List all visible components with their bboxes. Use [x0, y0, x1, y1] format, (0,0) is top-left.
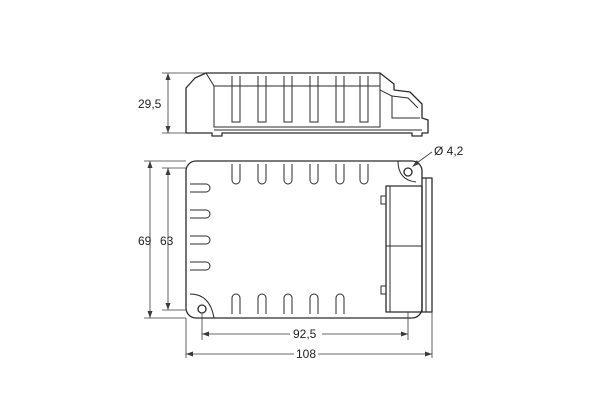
hole-diameter-label: Ø 4,2 — [434, 144, 464, 158]
left-slots — [190, 183, 211, 271]
side-view-front-step — [391, 95, 419, 109]
mounting-hole-bottom-left — [189, 293, 215, 319]
terminal-block — [380, 177, 433, 313]
side-view-front-slope — [379, 89, 420, 119]
side-view — [185, 72, 429, 137]
top-slots — [231, 164, 369, 185]
side-view-fins — [231, 76, 369, 123]
hole-spacing-label: 92,5 — [293, 327, 317, 341]
side-view-inner-ridge — [205, 72, 381, 128]
dimension-hole-spacing — [201, 312, 409, 340]
dimension-side-height — [162, 72, 206, 134]
dimension-inner-height — [162, 167, 186, 311]
total-height-label: 69 — [138, 234, 152, 248]
dimension-total-height — [144, 160, 186, 319]
side-view-outline — [185, 72, 429, 137]
dimension-total-length — [185, 312, 433, 358]
top-view — [185, 151, 433, 319]
side-height-label: 29,5 — [138, 97, 162, 111]
bottom-slots — [231, 293, 345, 314]
inner-height-label: 63 — [160, 234, 174, 248]
mounting-hole-top-right — [397, 151, 433, 183]
total-length-label: 108 — [296, 347, 316, 361]
